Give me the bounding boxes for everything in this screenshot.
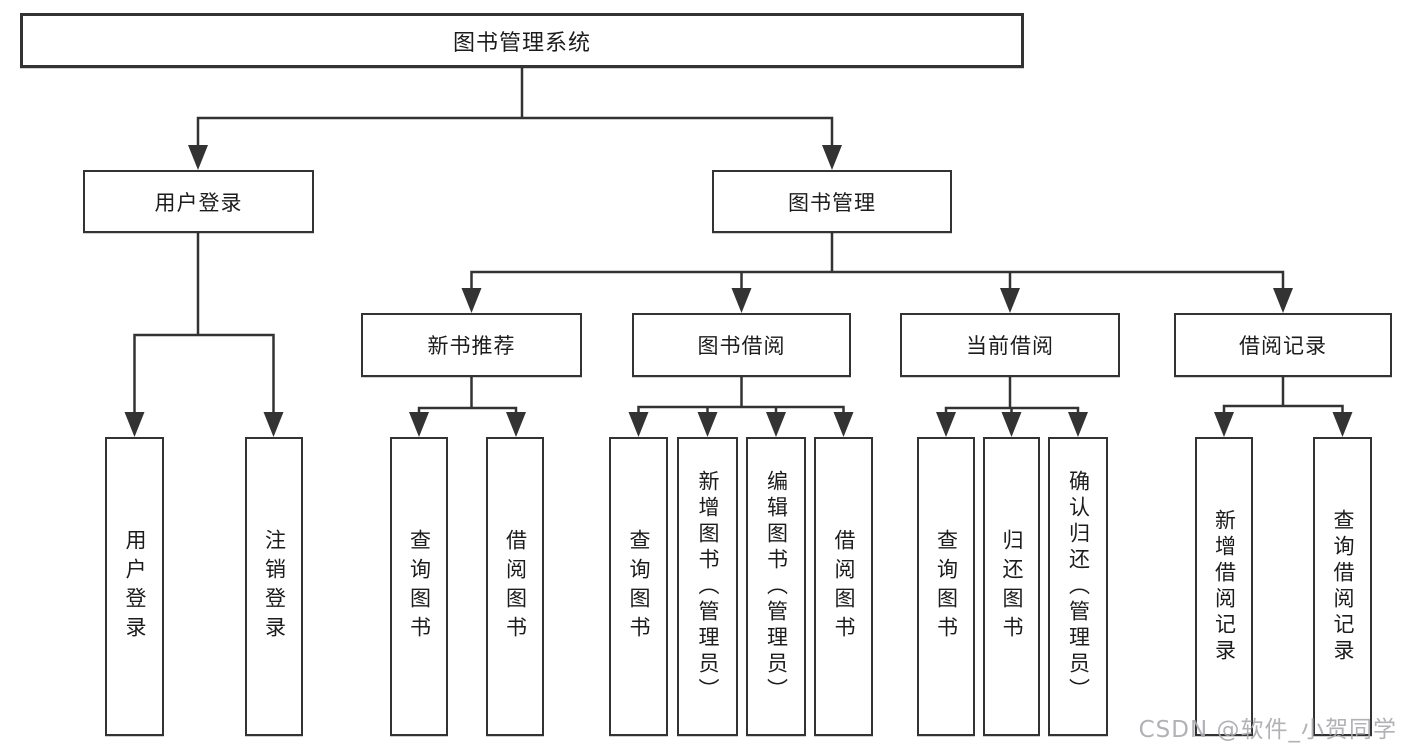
leaf-confirm-return-admin: 确认归还（管理员） [1048,437,1108,736]
node-book-borrow: 图书借阅 [632,313,851,377]
node-borrow-records: 借阅记录 [1174,313,1392,377]
leaf-borrow-books-recommend: 借阅图书 [486,437,544,736]
leaf-borrow-books: 借阅图书 [814,437,873,736]
leaf-edit-books-admin: 编辑图书（管理员） [746,437,806,736]
csdn-watermark: CSDN @软件_小贺同学 [1138,717,1397,743]
leaf-query-books-current: 查询图书 [917,437,975,736]
leaf-add-borrow-record: 新增借阅记录 [1195,437,1253,736]
node-new-book-recommend: 新书推荐 [361,313,582,377]
leaf-query-borrow-record: 查询借阅记录 [1313,437,1372,736]
arrowheads [124,145,1353,437]
leaf-add-books-admin: 新增图书（管理员） [677,437,738,736]
leaf-logout: 注销登录 [245,437,303,736]
node-book-management: 图书管理 [712,170,952,233]
leaf-query-books-recommend: 查询图书 [390,437,448,736]
leaf-user-login: 用户登录 [105,437,164,736]
leaf-query-books-borrow: 查询图书 [609,437,668,736]
node-current-borrow: 当前借阅 [900,313,1120,377]
leaf-return-books: 归还图书 [983,437,1040,736]
node-root-system: 图书管理系统 [20,13,1024,68]
node-user-login: 用户登录 [83,170,314,233]
